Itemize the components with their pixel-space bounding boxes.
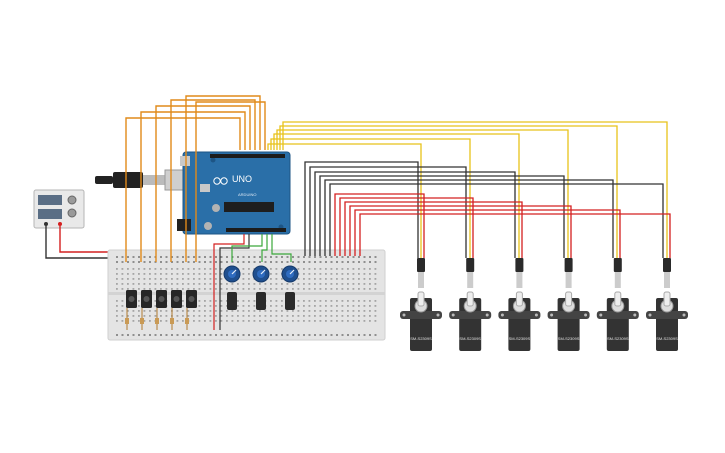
potentiometer-icon bbox=[281, 265, 299, 310]
dc-barrel-plug bbox=[95, 169, 184, 191]
servos: SM-S2309S SM-S2309S SM-S2309S SM-S2309S SM-S… bbox=[400, 258, 688, 351]
pushbuttons bbox=[125, 290, 197, 330]
servo-motor: SM-S2309S bbox=[498, 258, 541, 351]
pot-wires bbox=[231, 234, 292, 262]
pushbutton bbox=[140, 290, 152, 330]
servo-label: SM-S2309S bbox=[607, 336, 629, 341]
arduino-model-label: UNO bbox=[232, 174, 252, 184]
potentiometer-icon bbox=[252, 265, 270, 310]
arduino-uno: UNO ARDUINO bbox=[177, 151, 291, 235]
ground-wires bbox=[304, 161, 664, 258]
pushbutton bbox=[125, 290, 137, 330]
servo-motor: SM-S2309S bbox=[547, 258, 590, 351]
servo-label: SM-S2309S bbox=[459, 336, 481, 341]
breadboard bbox=[107, 249, 386, 341]
servo-label: SM-S2309S bbox=[558, 336, 580, 341]
servo-label: SM-S2309S bbox=[410, 336, 432, 341]
servo-label: SM-S2309S bbox=[509, 336, 531, 341]
power-supply bbox=[33, 189, 85, 229]
servo-motor: SM-S2309S bbox=[449, 258, 492, 351]
servo-motor: SM-S2309S bbox=[596, 258, 639, 351]
pushbutton bbox=[170, 290, 182, 330]
button-wires bbox=[125, 95, 266, 262]
servo-motor: SM-S2309S bbox=[400, 258, 442, 351]
potentiometer-icon bbox=[223, 265, 241, 310]
arduino-brand-label: ARDUINO bbox=[238, 192, 256, 197]
pushbutton bbox=[185, 290, 197, 330]
potentiometers bbox=[223, 265, 299, 310]
servo-label: SM-S2309S bbox=[656, 336, 678, 341]
pushbutton bbox=[155, 290, 167, 330]
arduino-logo-icon bbox=[213, 177, 228, 185]
servo-signal-wires bbox=[267, 121, 668, 258]
power-wires bbox=[213, 193, 671, 330]
servo-motor: SM-S2309S bbox=[646, 258, 688, 351]
